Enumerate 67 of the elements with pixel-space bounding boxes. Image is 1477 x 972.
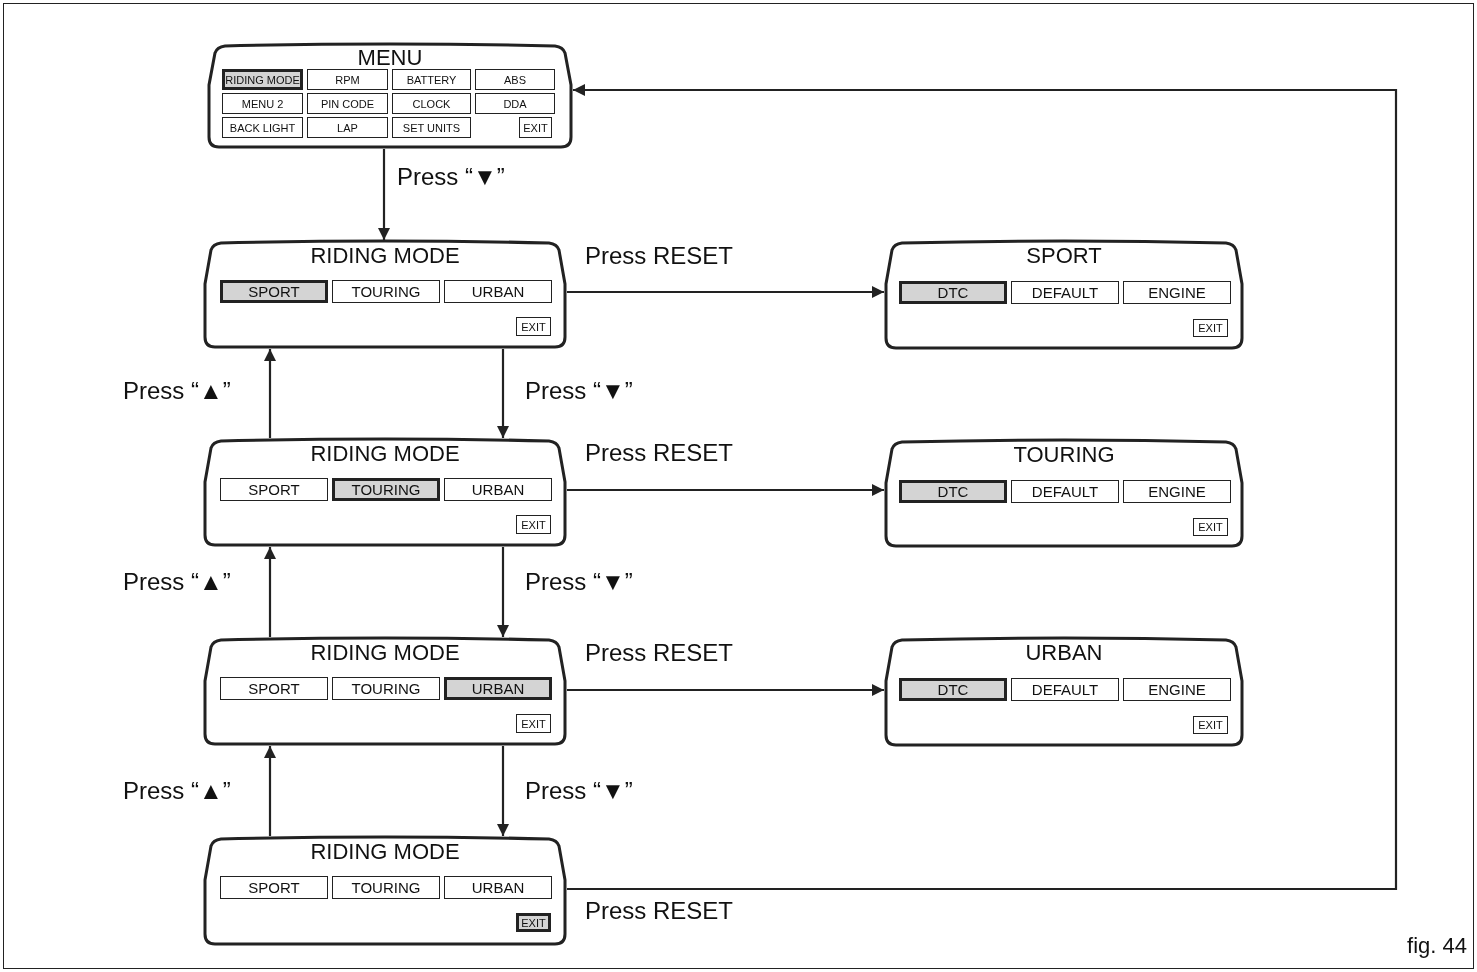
menu-option: SPORT: [220, 876, 328, 899]
menu-option: BATTERY: [392, 69, 471, 90]
menu-option: SPORT: [220, 677, 328, 700]
menu-option: MENU 2: [222, 93, 303, 114]
menu-option: EXIT: [519, 117, 552, 138]
menu-option: DEFAULT: [1011, 281, 1119, 304]
arrow: [264, 547, 276, 637]
menu-option: ABS: [475, 69, 555, 90]
arrow: [378, 149, 390, 240]
menu-option: SPORT: [220, 280, 328, 303]
display-screen: [207, 43, 573, 149]
display-screen: [203, 836, 567, 946]
screen-title: RIDING MODE: [309, 441, 461, 467]
display-screen: [203, 240, 567, 349]
arrow: [497, 746, 509, 836]
menu-option: DEFAULT: [1011, 480, 1119, 503]
arrow: [567, 684, 884, 696]
menu-option: DEFAULT: [1011, 678, 1119, 701]
arrow: [567, 484, 884, 496]
menu-option: TOURING: [332, 280, 440, 303]
arrow: [567, 286, 884, 298]
menu-option: URBAN: [444, 478, 552, 501]
screen-title: RIDING MODE: [309, 839, 461, 865]
menu-option: TOURING: [332, 677, 440, 700]
menu-option: RPM: [307, 69, 388, 90]
display-screen: [203, 438, 567, 547]
menu-option: ENGINE: [1123, 281, 1231, 304]
display-screen: [203, 637, 567, 746]
menu-option: CLOCK: [392, 93, 471, 114]
menu-option: TOURING: [332, 876, 440, 899]
menu-option: EXIT: [1193, 518, 1228, 536]
menu-option: EXIT: [516, 317, 551, 336]
menu-option: EXIT: [516, 714, 551, 733]
display-screen: [884, 439, 1244, 548]
menu-option: RIDING MODE: [222, 69, 303, 90]
screen-title: SPORT: [1025, 243, 1103, 269]
menu-option: URBAN: [444, 876, 552, 899]
arrow: [264, 746, 276, 836]
arrow: [497, 349, 509, 438]
menu-option: EXIT: [516, 515, 551, 534]
menu-option: DTC: [899, 480, 1007, 503]
menu-option: URBAN: [444, 280, 552, 303]
menu-option: URBAN: [444, 677, 552, 700]
menu-option: EXIT: [1193, 319, 1228, 337]
menu-option: DTC: [899, 678, 1007, 701]
menu-option: BACK LIGHT: [222, 117, 303, 138]
menu-option: DTC: [899, 281, 1007, 304]
arrow: [567, 84, 1398, 891]
menu-option: PIN CODE: [307, 93, 388, 114]
menu-option: EXIT: [1193, 716, 1228, 734]
menu-option: DDA: [475, 93, 555, 114]
menu-option: EXIT: [516, 913, 551, 932]
arrow: [497, 547, 509, 637]
screen-title: TOURING: [1012, 442, 1116, 468]
arrow: [264, 349, 276, 438]
screen-title: MENU: [356, 45, 424, 71]
screen-title: RIDING MODE: [309, 640, 461, 666]
display-screen: [884, 240, 1244, 350]
menu-option: SPORT: [220, 478, 328, 501]
screen-title: RIDING MODE: [309, 243, 461, 269]
menu-option: SET UNITS: [392, 117, 471, 138]
screen-title: URBAN: [1024, 640, 1104, 666]
menu-option: LAP: [307, 117, 388, 138]
menu-option: TOURING: [332, 478, 440, 501]
menu-option: ENGINE: [1123, 678, 1231, 701]
display-screen: [884, 637, 1244, 747]
menu-option: ENGINE: [1123, 480, 1231, 503]
